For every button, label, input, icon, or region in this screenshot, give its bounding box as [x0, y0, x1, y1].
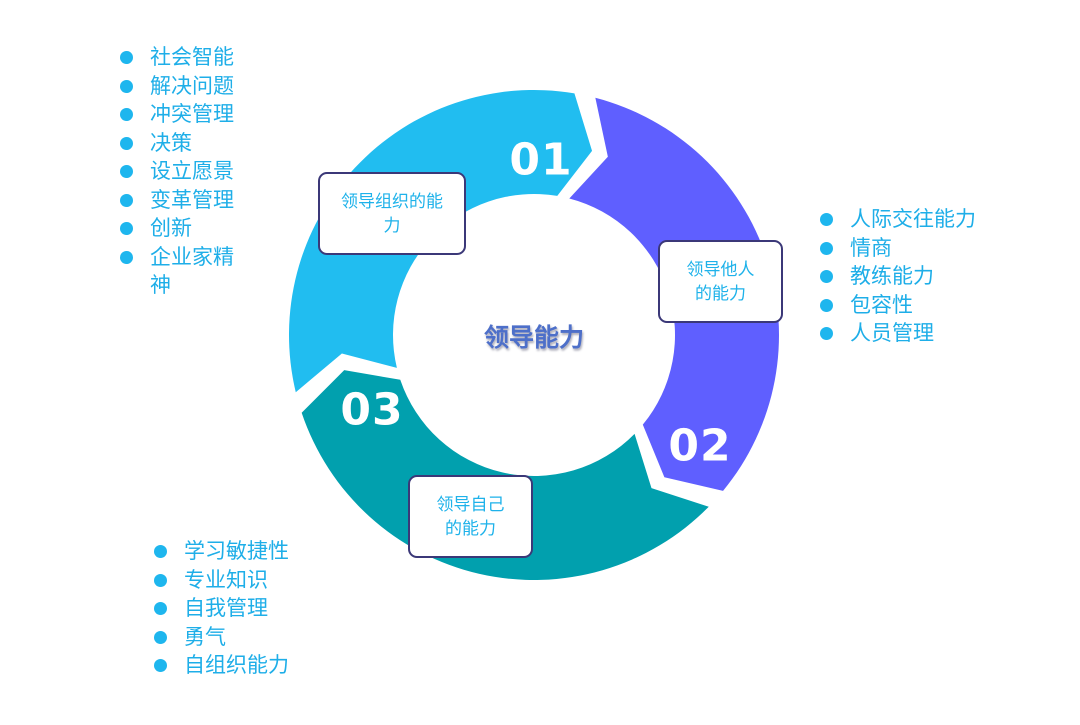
- segment-number-02: 02: [668, 420, 732, 472]
- segment-number-03: 03: [340, 384, 404, 436]
- center-title: 领导能力: [483, 323, 585, 352]
- segment-number-01: 01: [509, 134, 573, 186]
- list-item-text: 人际交往能力: [850, 207, 976, 231]
- list-item: 决策: [120, 129, 250, 158]
- bullet-icon: [120, 193, 133, 207]
- list-item-text: 创新: [150, 216, 192, 240]
- list-item: 勇气: [154, 623, 354, 652]
- bullet-icon: [120, 222, 133, 235]
- label-organization: 领导组织的能力: [341, 191, 443, 236]
- list-item: 解决问题: [120, 72, 250, 101]
- list-item: 包容性: [820, 291, 1020, 320]
- organization-skills-list: 社会智能解决问题冲突管理决策设立愿景变革管理创新企业家精神: [120, 43, 250, 300]
- list-item-text: 学习敏捷性: [184, 539, 289, 563]
- list-item: 变革管理: [120, 186, 250, 215]
- list-item: 人员管理: [820, 319, 1020, 348]
- list-item: 专业知识: [154, 566, 354, 595]
- bullet-icon: [120, 136, 133, 150]
- bullet-icon: [820, 241, 833, 255]
- label-self: 领导自己的能力: [436, 494, 505, 539]
- bullet-icon: [820, 213, 833, 226]
- list-item: 社会智能: [120, 43, 250, 72]
- list-item: 创新: [120, 214, 250, 243]
- list-item-text: 决策: [150, 130, 192, 155]
- list-item-text: 人员管理: [850, 321, 934, 345]
- bullet-icon: [154, 573, 167, 587]
- list-item: 设立愿景: [120, 157, 250, 186]
- bullet-icon: [154, 630, 167, 644]
- bullet-icon: [120, 165, 133, 178]
- bullet-icon: [154, 602, 167, 615]
- bullet-icon: [120, 79, 133, 93]
- segment-01-organization: [289, 89, 593, 393]
- list-item: 情商: [820, 234, 1020, 263]
- bullet-icon: [820, 327, 833, 340]
- label-others: 领导他人的能力: [686, 259, 755, 304]
- list-item: 冲突管理: [120, 100, 250, 129]
- list-item-text: 设立愿景: [150, 159, 234, 183]
- bullet-icon: [120, 51, 133, 64]
- list-item-text: 教练能力: [850, 264, 934, 288]
- list-item: 自组织能力: [154, 651, 354, 680]
- list-item-text: 自组织能力: [184, 653, 289, 677]
- list-item-text: 包容性: [850, 292, 913, 317]
- bullet-icon: [820, 298, 833, 312]
- list-item-text: 情商: [850, 235, 892, 260]
- list-item: 人际交往能力: [820, 205, 1020, 234]
- list-item-text: 冲突管理: [150, 102, 234, 126]
- list-item-text: 企业家精神: [150, 244, 234, 298]
- label-box-others: 领导他人的能力: [658, 240, 783, 323]
- list-item-text: 变革管理: [150, 187, 234, 212]
- bullet-icon: [154, 659, 167, 672]
- list-item: 教练能力: [820, 262, 1020, 291]
- list-item: 自我管理: [154, 594, 354, 623]
- self-skills-list: 学习敏捷性专业知识自我管理勇气自组织能力: [154, 537, 354, 680]
- bullet-icon: [120, 108, 133, 121]
- list-item: 企业家精神: [120, 243, 250, 300]
- list-item-text: 勇气: [184, 624, 226, 649]
- others-skills-list: 人际交往能力情商教练能力包容性人员管理: [820, 205, 1020, 348]
- list-item-text: 社会智能: [150, 45, 234, 69]
- list-item-text: 解决问题: [150, 73, 234, 98]
- bullet-icon: [154, 545, 167, 558]
- list-item-text: 自我管理: [184, 596, 268, 620]
- list-item-text: 专业知识: [184, 567, 268, 592]
- list-item: 学习敏捷性: [154, 537, 354, 566]
- bullet-icon: [820, 270, 833, 283]
- label-box-organization: 领导组织的能力: [318, 172, 466, 255]
- label-box-self: 领导自己的能力: [408, 475, 533, 558]
- bullet-icon: [120, 250, 133, 264]
